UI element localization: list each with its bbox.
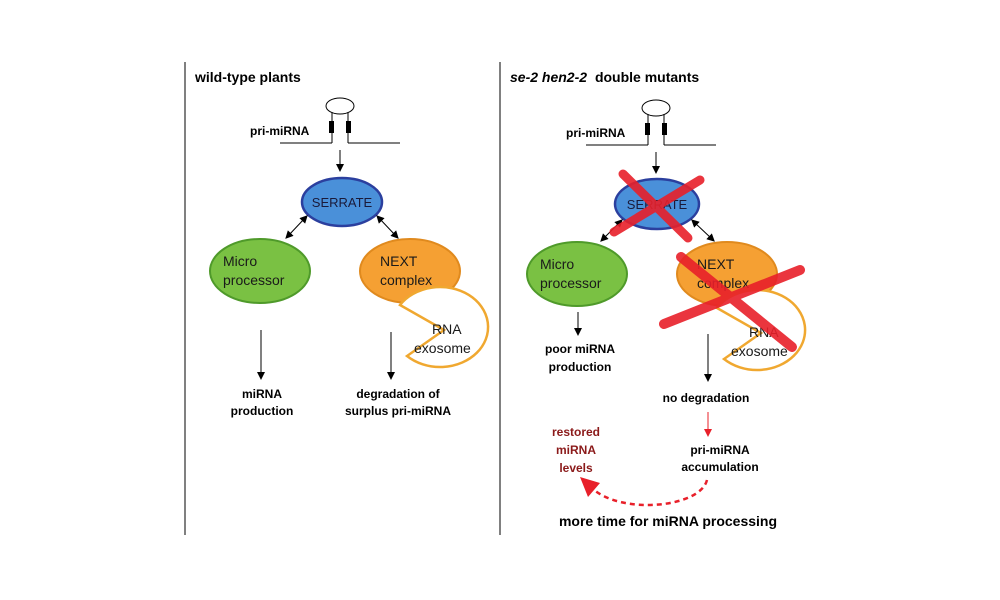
rna-exosome-label-right-2: exosome bbox=[731, 343, 788, 359]
left-panel: wild-type plants pri-miRNA SERRATE Micro… bbox=[194, 69, 490, 418]
curved-arrow-head bbox=[580, 477, 600, 497]
mirna-production-left-1: miRNA bbox=[242, 387, 282, 401]
pri-mirna-label-right: pri-miRNA bbox=[566, 126, 626, 140]
no-degradation-label: no degradation bbox=[663, 391, 750, 405]
next-complex-label-left-1: NEXT bbox=[380, 253, 418, 269]
microprocessor-node-left bbox=[209, 238, 311, 304]
primirna-accumulation-1: pri-miRNA bbox=[690, 443, 750, 457]
right-panel-title: se-2 hen2-2 double mutants bbox=[510, 69, 699, 85]
degradation-label-left-1: degradation of bbox=[356, 387, 440, 401]
right-panel-title-suffix: double mutants bbox=[595, 69, 699, 85]
poor-mirna-production-1: poor miRNA bbox=[545, 342, 615, 356]
mirna-production-left-2: production bbox=[231, 404, 294, 418]
right-panel: se-2 hen2-2 double mutants pri-miRNA SER… bbox=[510, 69, 807, 529]
next-complex-label-right-1: NEXT bbox=[697, 256, 735, 272]
rna-exosome-label-left-1: RNA bbox=[432, 321, 462, 337]
right-panel-title-genotype: se-2 hen2-2 bbox=[510, 69, 587, 85]
arrow-serrate-microprocessor-left bbox=[285, 215, 308, 239]
curved-dashed-arrow bbox=[591, 479, 709, 507]
serrate-node-left bbox=[300, 176, 384, 228]
next-complex-label-left-2: complex bbox=[380, 272, 432, 288]
pri-mirna-label-left: pri-miRNA bbox=[250, 124, 310, 138]
rna-exosome-label-left-2: exosome bbox=[414, 340, 471, 356]
next-exosome-cross-icon bbox=[659, 252, 805, 352]
arrow-serrate-next-right bbox=[691, 219, 715, 242]
pri-mirna-hairpin-right bbox=[586, 99, 716, 146]
serrate-cross-icon bbox=[609, 169, 705, 243]
degradation-label-left-2: surplus pri-miRNA bbox=[345, 404, 451, 418]
poor-mirna-production-2: production bbox=[549, 360, 612, 374]
serrate-label-left: SERRATE bbox=[312, 195, 373, 210]
microprocessor-node-right bbox=[526, 241, 628, 307]
bottom-caption: more time for miRNA processing bbox=[559, 513, 777, 529]
restored-mirna-label-3: levels bbox=[559, 461, 593, 475]
left-panel-title: wild-type plants bbox=[194, 69, 301, 85]
pri-mirna-hairpin-left bbox=[280, 97, 400, 144]
microprocessor-label-left-2: processor bbox=[223, 272, 285, 288]
microprocessor-label-right-1: Micro bbox=[540, 256, 574, 272]
restored-mirna-label-2: miRNA bbox=[556, 443, 596, 457]
arrow-serrate-next-left bbox=[376, 215, 399, 239]
restored-mirna-label-1: restored bbox=[552, 425, 600, 439]
primirna-accumulation-2: accumulation bbox=[681, 460, 758, 474]
rna-exosome-pacman-left bbox=[398, 285, 490, 369]
microprocessor-label-right-2: processor bbox=[540, 275, 602, 291]
microprocessor-label-left-1: Micro bbox=[223, 253, 257, 269]
